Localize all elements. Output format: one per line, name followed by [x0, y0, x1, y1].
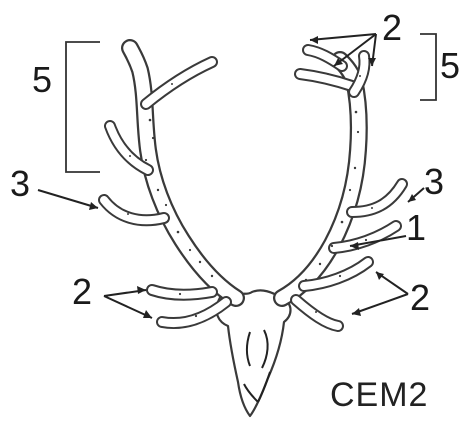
label-left-tine-3: 3 [10, 163, 30, 204]
left-top-bracket [66, 42, 100, 172]
label-top-right-tines-2: 2 [382, 7, 402, 48]
label-right-top-bracket: 5 [440, 45, 460, 86]
label-right-tines-2: 2 [410, 277, 430, 318]
right-top-bracket [420, 34, 436, 100]
label-left-top-bracket: 5 [32, 59, 52, 100]
label-right-tine-1: 1 [406, 207, 426, 248]
label-right-tine-3: 3 [424, 161, 444, 202]
specimen-code: CEM2 [330, 376, 428, 414]
skull [216, 290, 290, 416]
label-left-tines-2: 2 [72, 271, 92, 312]
left-antler [104, 48, 236, 323]
right-antler [282, 50, 402, 326]
